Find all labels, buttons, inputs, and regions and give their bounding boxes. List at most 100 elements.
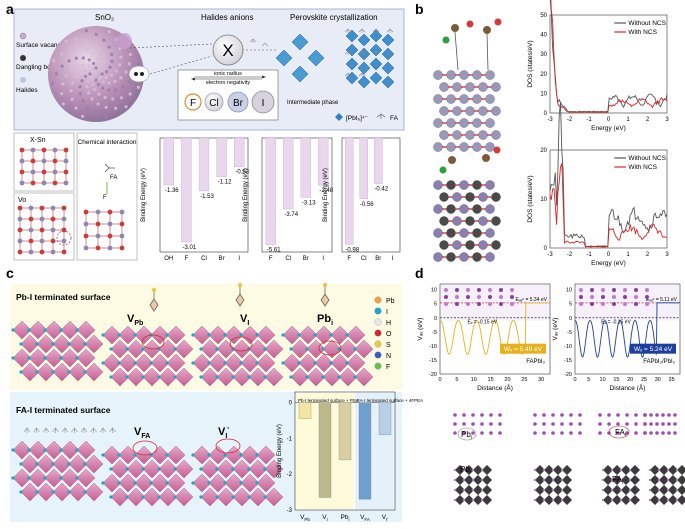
x-tick: 2: [646, 117, 650, 123]
panel-label-a: a: [6, 1, 14, 17]
x-tick-label: I: [322, 256, 324, 262]
x-tick: 35: [669, 377, 675, 383]
x-tick-label: Cl: [201, 256, 207, 262]
work-function-badge: [630, 343, 676, 354]
defect-label: Pbi: [460, 465, 471, 476]
x-tick-label: F: [347, 256, 351, 262]
chemical-interaction-label: Chemical interaction: [78, 139, 137, 146]
x-tick: 30: [655, 377, 661, 383]
data-label: -1.36: [165, 188, 179, 194]
legend-dot-icon: [374, 296, 382, 304]
bar: [378, 402, 392, 436]
label-vi-prime: VI': [218, 426, 229, 440]
legend-label: Pb: [386, 298, 395, 305]
potential-curve: [439, 302, 550, 355]
x-tick-label: Cl: [285, 256, 291, 262]
halide-f: F: [190, 98, 196, 109]
dos-x-label: Energy (eV): [591, 125, 626, 132]
y-axis-label: Binding Energy (eV): [277, 424, 283, 478]
y-tick: 20: [540, 72, 547, 78]
x-tick-label: Br: [303, 256, 309, 262]
bar: [163, 137, 174, 186]
bar: [298, 402, 312, 419]
x-tick: 10: [471, 377, 477, 383]
x-tick: -1: [586, 117, 592, 123]
series-with-ncs: [550, 0, 668, 113]
y-tick: -3: [287, 508, 293, 514]
label-vi: VI: [240, 313, 249, 327]
legend-with: With NCS: [628, 29, 657, 36]
bar: [359, 137, 369, 199]
label-pbi: Pbi: [317, 313, 333, 327]
y-tick: -15: [429, 358, 437, 364]
dos-y-label: DOS (states/eV): [527, 40, 534, 87]
halide-dot-icon: [20, 77, 26, 83]
vacancy-bubble: [116, 33, 132, 49]
y-tick: 20: [540, 148, 547, 154]
bar: [181, 137, 192, 243]
fermi-level-label: Eₓ = -0.15 eV: [468, 319, 498, 325]
x-tick: -3: [547, 252, 553, 258]
x-tick-label: VI': [382, 514, 389, 522]
vo-lattice: [17, 205, 72, 255]
legend-label: O: [386, 331, 392, 338]
halides-heading: Halides anions: [201, 13, 253, 22]
defect-label: FAi: [612, 475, 623, 486]
perovskite-heading: Perovskite crystallization: [290, 13, 378, 22]
fermi-level-label: Eₓ = -0.15 eV: [601, 319, 631, 325]
fluoride-ball: [184, 93, 202, 111]
fai-surface-slabs: [11, 427, 284, 507]
legend-label: H: [386, 320, 391, 327]
legend-dot-icon: [374, 307, 382, 315]
x-sn-label: X-Sn: [30, 137, 46, 144]
x-tick: -2: [567, 117, 573, 123]
y-tick: 40: [540, 33, 547, 39]
y-tick: 10: [566, 288, 572, 294]
legend-dangling-bond: Dangling bond: [16, 64, 58, 71]
bar: [338, 402, 352, 461]
work-function-badge: [500, 343, 546, 354]
dangling-bond-bubble: [128, 65, 150, 83]
work-function-label: Wₓ = 5.24 eV: [634, 346, 673, 353]
legend-pbi-psa: Pb-I terminated surface + PSA: [298, 398, 359, 403]
bar: [300, 137, 311, 198]
x-tick: -1: [586, 252, 592, 258]
panel-label-b: b: [415, 1, 424, 17]
perovskite-octahedra-art: [249, 28, 395, 89]
panel-label-d: d: [415, 265, 424, 281]
x-tick: 25: [641, 377, 647, 383]
defect-label: FAi: [615, 428, 626, 439]
halide-br: Br: [233, 98, 244, 109]
bar: [344, 137, 354, 245]
x-tick: 15: [613, 377, 619, 383]
x-tick: 0: [607, 117, 611, 123]
label-vpb: VPb: [127, 313, 143, 327]
y-tick: 5: [434, 302, 437, 308]
ionic-radius-label: ionic radius: [214, 71, 242, 77]
y-tick: -2: [287, 472, 293, 478]
bar: [318, 137, 329, 186]
x-tick: 0: [607, 252, 611, 258]
halide-x-ball: [212, 34, 244, 66]
bromide-ball: [227, 91, 249, 113]
x-symbol: X: [222, 41, 233, 60]
data-label: -1.12: [218, 180, 232, 186]
y-tick: -1: [287, 436, 293, 442]
dos-y-label: DOS (states/eV): [527, 175, 534, 222]
x-tick-label: Cl: [361, 256, 367, 262]
fa-legend-icon: [376, 113, 386, 119]
data-label: -0.56: [360, 202, 374, 208]
legend-halides: Halides: [16, 87, 38, 94]
legend-label: F: [386, 364, 390, 371]
x-tick: 0: [573, 377, 576, 383]
y-tick: 0: [434, 316, 437, 322]
work-function-label: Wₓ = 5.49 eV: [504, 346, 543, 353]
